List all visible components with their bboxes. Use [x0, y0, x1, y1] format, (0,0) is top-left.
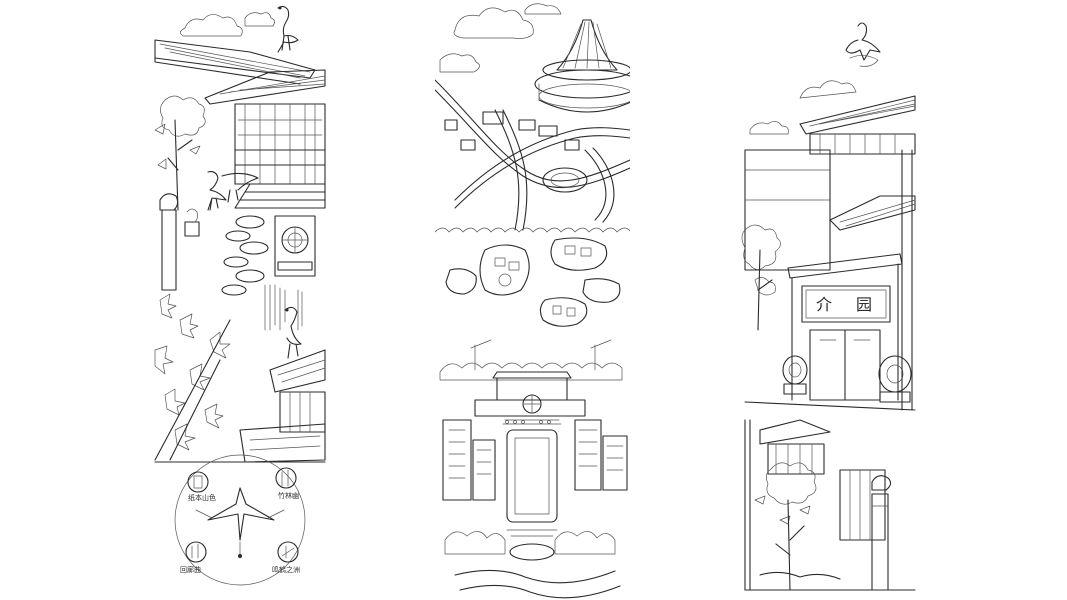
pavilion-lower	[239, 349, 326, 463]
crane-icon	[277, 5, 299, 53]
tree-left	[154, 95, 206, 211]
legend-diagram	[174, 454, 306, 586]
trees-bottom	[444, 531, 616, 555]
legend-label: 纸本山色	[188, 493, 216, 502]
ground-edge	[744, 401, 916, 411]
highway-interchange	[435, 79, 630, 231]
round-lattice-window	[274, 215, 316, 277]
stepping-stones	[221, 215, 269, 296]
tree-bottom	[754, 462, 817, 591]
construction-cranes	[470, 339, 612, 371]
pavilion-roof-2	[204, 69, 326, 105]
sketch-panel-city	[435, 0, 630, 600]
gate-plaque-char: 园	[856, 295, 872, 314]
legend-label: 鸣鹤之洲	[272, 565, 300, 574]
bush-row	[439, 362, 623, 381]
cloud-right	[799, 80, 857, 99]
legend-label: 回廊曲	[180, 565, 201, 574]
crane-icon	[284, 306, 302, 359]
courtyard-walls	[744, 419, 886, 591]
lion-pillar	[871, 475, 892, 591]
crane-icon	[845, 22, 881, 67]
crane-icon	[221, 172, 259, 203]
river	[454, 543, 621, 599]
district-islands	[445, 237, 621, 327]
flying-crane-icon	[195, 487, 285, 558]
pavilion-body	[234, 103, 326, 209]
city-blocks	[444, 111, 580, 151]
sketch-panel-garden: 纸本山色 竹林幽 回廊曲 鸣鹤之洲	[150, 0, 330, 600]
drum-stones	[782, 355, 912, 403]
city-sketch	[435, 3, 630, 599]
gate-roof-top	[799, 95, 916, 155]
main-gate: 介 园	[787, 253, 903, 401]
garden-sketch: 纸本山色 竹林幽 回廊曲 鸣鹤之洲	[154, 5, 326, 586]
legend-item: 纸本山色	[187, 471, 216, 502]
sketch-panel-gate: 介 园	[740, 0, 920, 600]
tree-line	[435, 227, 630, 233]
cloud-top	[453, 7, 534, 39]
small-pavilion	[759, 419, 831, 475]
maple-foliage	[154, 293, 231, 461]
legend-item: 鸣鹤之洲	[272, 541, 300, 574]
pavilion-roof	[154, 39, 316, 85]
legend-item: 竹林幽	[275, 467, 299, 500]
stone-pillar	[159, 193, 200, 291]
wall-building	[744, 149, 916, 271]
right-column	[901, 149, 913, 411]
plaza-building	[474, 371, 586, 425]
tree-left	[741, 224, 781, 331]
gate-plaque-char: 介	[816, 295, 832, 314]
stadium	[534, 19, 630, 113]
ground-bottom	[744, 571, 916, 591]
gate-sketch: 介 园	[741, 22, 916, 591]
legend-label: 竹林幽	[278, 491, 299, 500]
crane-icon	[207, 171, 227, 211]
legend-item: 回廊曲	[180, 541, 207, 574]
waterfall	[264, 284, 303, 331]
cloud-top	[180, 14, 243, 37]
side-buildings	[442, 419, 628, 501]
central-plaza	[506, 429, 558, 537]
